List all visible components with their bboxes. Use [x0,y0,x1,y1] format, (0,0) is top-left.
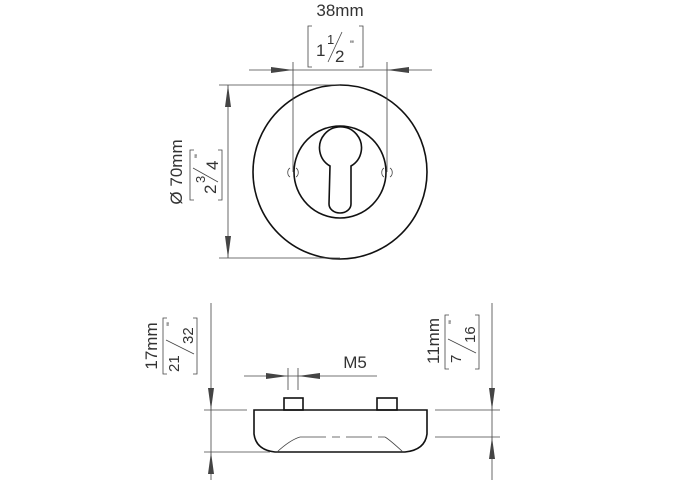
side-body [253,409,428,453]
screw-hole-right [381,167,393,178]
svg-text:": " [165,322,177,326]
svg-text:": " [350,39,354,51]
svg-text:32: 32 [180,327,197,344]
thread-label: M5 [343,353,367,372]
svg-text:17mm: 17mm [142,322,161,369]
svg-text:1: 1 [327,32,334,47]
svg-text:16: 16 [462,326,479,343]
inner-circle [293,125,387,219]
svg-text:3: 3 [193,176,208,183]
svg-text:": " [193,154,205,158]
screw-hole-left [287,167,299,178]
body-height-imperial: 7 16 " [444,314,480,370]
top-view: 38mm 1 1 2 " Ø 70mm 2 3 4 " [167,1,432,260]
svg-text:2: 2 [335,47,344,66]
svg-text:": " [447,320,459,324]
diameter-label: Ø 70mm [167,139,186,204]
svg-text:11mm: 11mm [424,318,443,364]
svg-text:1: 1 [316,41,325,60]
svg-text:21: 21 [166,355,183,372]
total-height-imperial: 21 32 " [162,317,198,375]
side-view: M5 17mm 21 32 " 11mm 7 16 " [142,303,500,480]
hole-spacing-metric: 38mm [316,1,363,20]
keyhole-profile [318,126,363,214]
body-height-label: 11mm [424,318,443,364]
hole-spacing-imperial: 1 1 2 " [307,25,364,68]
outer-rose-circle [252,84,428,260]
svg-text:7: 7 [448,355,465,363]
svg-text:Ø 70mm: Ø 70mm [167,139,186,204]
svg-text:4: 4 [203,161,222,170]
diameter-imperial: 2 3 4 " [189,149,223,201]
screw-post-right [376,397,398,411]
svg-text:2: 2 [201,185,220,194]
screw-post-left [283,397,304,411]
total-height-label: 17mm [142,322,161,369]
